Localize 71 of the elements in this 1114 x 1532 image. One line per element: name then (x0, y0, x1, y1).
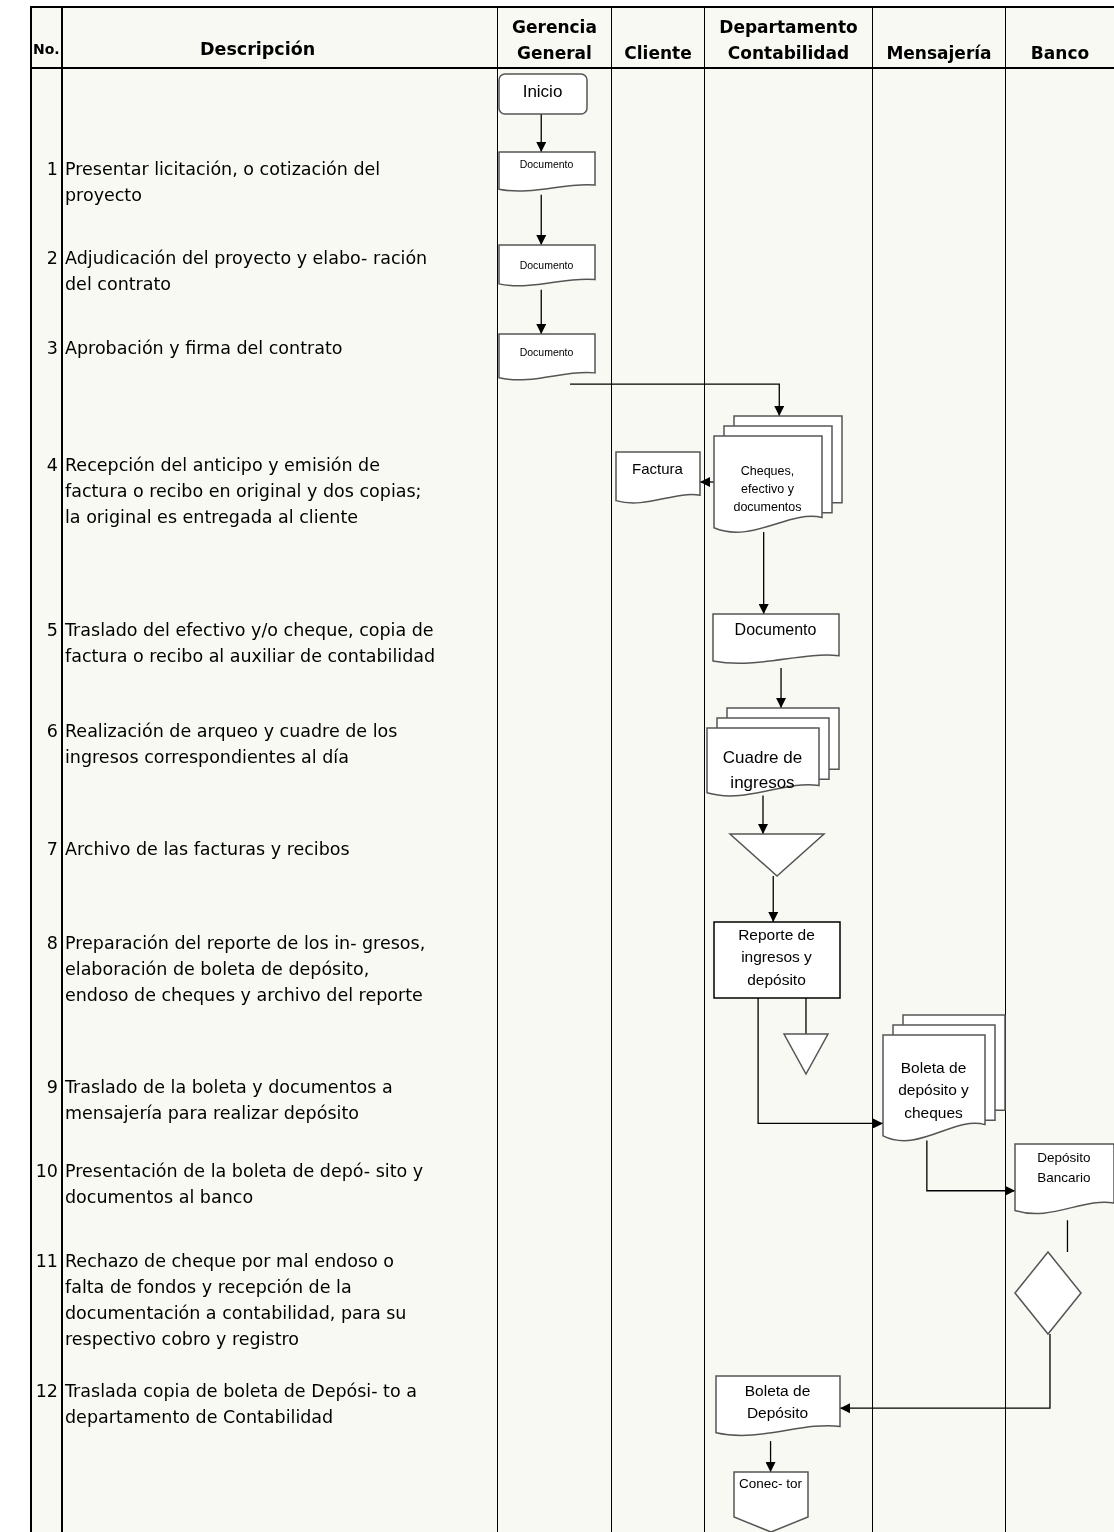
step-description: Recepción del anticipo y emisión de factura o recibo en original y dos copias; la original es entregada al cliente (65, 454, 423, 529)
node-label: Factura (631, 459, 684, 479)
lane-header: Banco (1029, 42, 1091, 65)
step-number: 7 (45, 838, 58, 861)
column-header: No. (33, 40, 60, 59)
archive-triangle (729, 834, 824, 876)
step-description: Traslada copia de boleta de Depósi- to a departamento de Contabilidad (65, 1380, 418, 1429)
step-description: Realización de arqueo y cuadre de los ingresos correspondientes al día (65, 720, 399, 769)
node-label: Cheques, efectivo y documentos (732, 463, 803, 517)
decision-diamond (1014, 1252, 1081, 1334)
step-number: 6 (45, 720, 58, 743)
node-label: Inicio (521, 81, 564, 103)
step-description: Presentar licitación, o cotización del proyecto (65, 158, 382, 207)
arrow (758, 794, 768, 835)
terminal-box (498, 74, 587, 114)
node-label: Cuadre de ingresos (721, 747, 804, 794)
arrow (768, 875, 779, 923)
process-box (713, 922, 840, 998)
swimlane-column (872, 6, 1005, 1532)
node-label: Boleta de Depósito (743, 1381, 812, 1424)
arrow (776, 667, 787, 709)
arrow (758, 531, 769, 615)
arrow (765, 1440, 776, 1473)
swimlane-column (704, 6, 872, 1532)
multi-document-symbol (706, 708, 839, 800)
node-label: Documento (518, 157, 575, 172)
arrow (569, 383, 785, 417)
step-number: 1 (45, 158, 58, 181)
arrow (757, 997, 884, 1129)
node-label: Documento (518, 345, 575, 360)
archive-triangle (783, 1034, 828, 1074)
step-description: Presentación de la boleta de depó- sito y documentos al banco (65, 1160, 425, 1209)
connector-line (1066, 1219, 1069, 1253)
lane-header: Mensajería (885, 42, 993, 65)
lane-header: Departamento Contabilidad (718, 16, 859, 65)
step-number: 12 (34, 1380, 58, 1403)
node-label: Documento (518, 258, 575, 273)
arrow (536, 194, 547, 246)
node-label: Boleta de depósito y cheques (897, 1058, 970, 1123)
step-description: Rechazo de cheque por mal endoso o falta de fondos y recepción de la documentación a contabilidad, para su respectivo cobro y registro (65, 1250, 408, 1351)
step-number: 3 (45, 337, 58, 360)
step-number: 4 (45, 454, 58, 477)
column-header: Descripción (200, 38, 316, 61)
lane-header: Cliente (623, 42, 693, 65)
step-number: 9 (45, 1076, 58, 1099)
swimlane-column (1005, 6, 1114, 1532)
arrow (839, 1333, 1051, 1414)
node-label: Documento (733, 620, 818, 640)
step-description: Archivo de las facturas y recibos (65, 838, 351, 861)
connector-line (805, 997, 807, 1035)
step-description: Traslado del efectivo y/o cheque, copia de factura o recibo al auxiliar de contabilidad (65, 619, 437, 668)
lane-header: Gerencia General (511, 16, 598, 65)
arrow (926, 1139, 1016, 1196)
step-number: 5 (45, 619, 58, 642)
node-label: Conec- tor (738, 1475, 803, 1493)
arrow (536, 289, 547, 335)
swimlane-column (611, 6, 704, 1532)
step-number: 8 (45, 932, 58, 955)
arrow (536, 113, 547, 153)
step-description: Preparación del reporte de los in- gresos, elaboración de boleta de depósito, endoso de cheques y archivo del reporte (65, 932, 427, 1007)
swimlane-column (497, 6, 611, 1532)
step-description: Traslado de la boleta y documentos a mensajería para realizar depósito (65, 1076, 394, 1125)
step-description: Adjudicación del proyecto y elabo- ración del contrato (65, 247, 429, 296)
node-label: Reporte de ingresos y depósito (737, 925, 816, 990)
step-number: 2 (45, 247, 58, 270)
step-description: Aprobación y firma del contrato (65, 337, 344, 360)
step-number: 10 (34, 1160, 58, 1183)
node-label: Depósito Bancario (1036, 1149, 1092, 1187)
arrow (699, 477, 715, 487)
step-number: 11 (34, 1250, 58, 1273)
off-page-connector (733, 1472, 808, 1532)
